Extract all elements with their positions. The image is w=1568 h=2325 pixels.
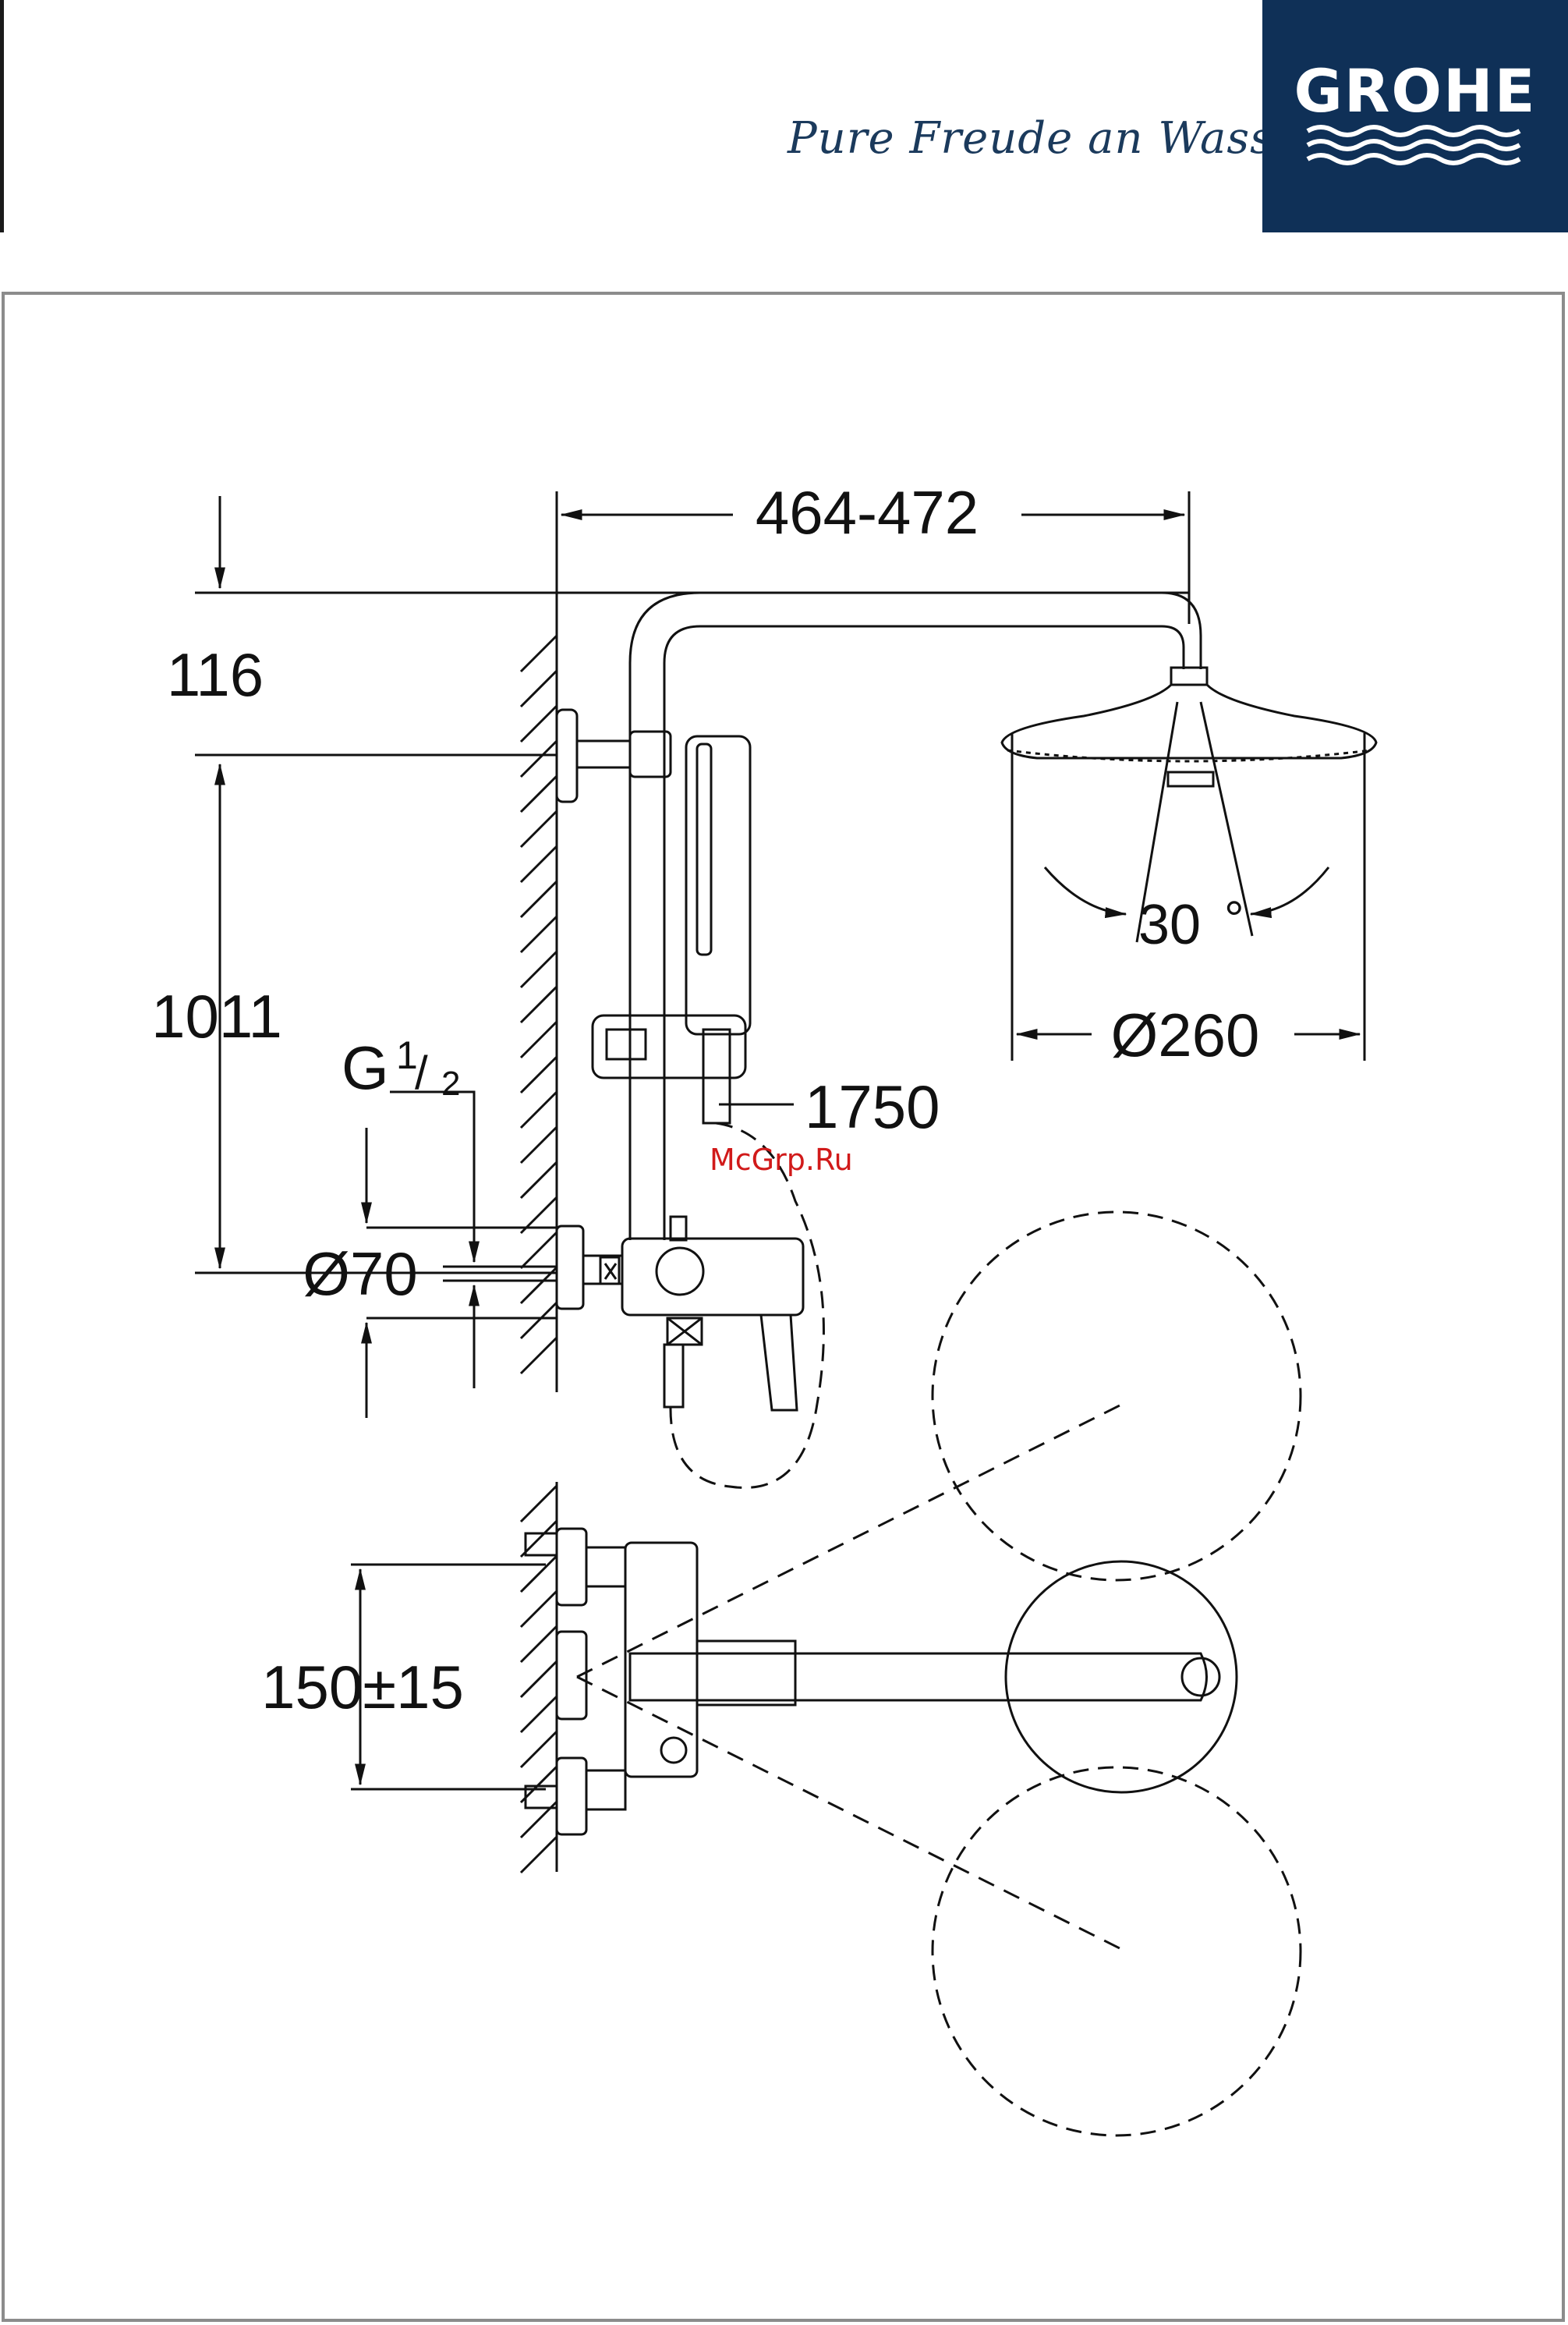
dim-rosette-diameter: Ø70: [303, 1239, 417, 1308]
dim-thread-denominator: 2: [441, 1065, 460, 1103]
dim-spray-angle: 30: [1138, 894, 1201, 956]
dim-thread-slash: /: [415, 1047, 428, 1099]
hand-shower: [593, 736, 823, 1487]
dim-inlet-spacing: 150±15: [261, 1653, 464, 1721]
dimension-lines: [195, 491, 1364, 1789]
dim-rail-height: 1011: [151, 982, 282, 1051]
dim-top-offset: 116: [167, 640, 264, 709]
dim-arm-reach: 464-472: [756, 478, 979, 547]
wall-bracket-rosette: [557, 710, 577, 802]
dim-head-diameter: Ø260: [1111, 1001, 1260, 1069]
dim-angle-unit: °: [1224, 891, 1244, 947]
watermark: McGrp.Ru: [710, 1143, 853, 1177]
wall-upper: [521, 632, 557, 1392]
dim-hose-length: 1750: [805, 1072, 940, 1141]
dim-thread-g: G: [342, 1033, 389, 1102]
mixer-side-view: [557, 1217, 803, 1410]
mixer-top-view: [526, 1212, 1301, 2135]
